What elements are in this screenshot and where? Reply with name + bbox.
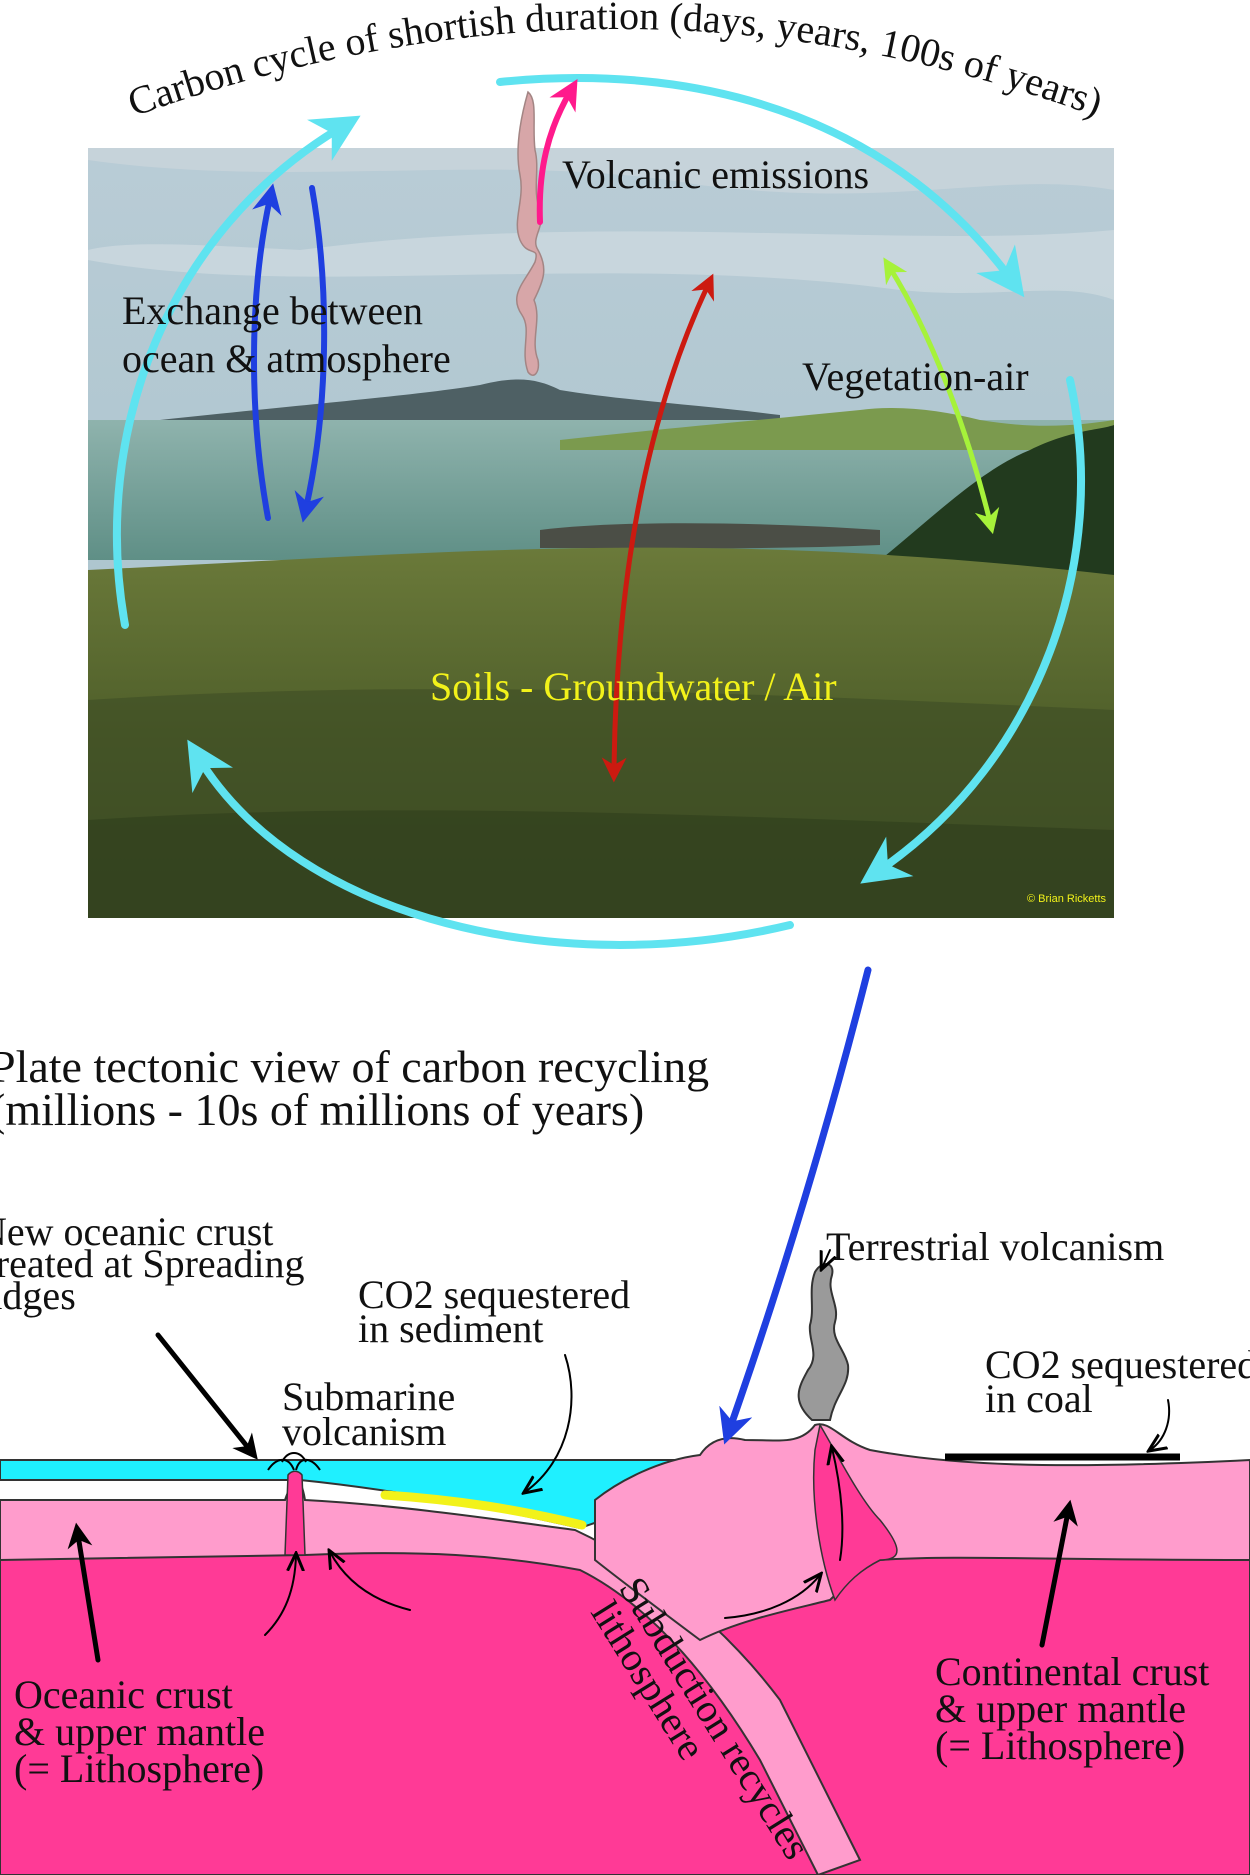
new-crust-label-line2: created at Spreading — [0, 1241, 305, 1286]
short-cycle-title: Carbon cycle of shortish duration (days,… — [122, 0, 1109, 125]
co2-coal-label-line1: CO2 sequestered — [985, 1342, 1250, 1387]
coal-pointer — [1150, 1399, 1170, 1450]
soil-groundwater-arrow — [601, 273, 715, 783]
co2-sediment-label-line2: in sediment — [358, 1306, 544, 1351]
submarine-label-line1: Submarine — [282, 1374, 455, 1419]
submarine-label-line2: volcanism — [282, 1409, 446, 1454]
ridge-flow-left — [264, 1555, 296, 1636]
new-crust-label-line3: ridges — [0, 1273, 76, 1318]
volcanic-emissions-label: Volcanic emissions — [562, 152, 869, 197]
magma-rise-arrow — [832, 1448, 842, 1561]
cycle-arrow-right — [860, 376, 1085, 884]
continental-crust-label-line3: (= Lithosphere) — [935, 1723, 1185, 1768]
new-crust-label-line1: New oceanic crust — [0, 1209, 273, 1254]
oceanic-crust-label-line2: & upper mantle — [14, 1709, 265, 1754]
cycle-arrow-top-right — [496, 74, 1025, 298]
exchange-label-line1: Exchange between — [122, 288, 423, 333]
oceanic-crust-label-line1: Oceanic crust — [14, 1672, 233, 1717]
ridge-magma — [284, 1470, 306, 1556]
new-crust-pointer — [155, 1332, 258, 1460]
atmosphere-to-ocean-arrow — [294, 185, 328, 523]
ridge-flow-right — [330, 1552, 411, 1611]
cycle-arrow-bottom — [187, 739, 794, 949]
oceanic-crust-pointer — [67, 1522, 101, 1663]
photo-credit: © Brian Ricketts — [1027, 893, 1107, 905]
sediment-layer — [380, 1490, 587, 1530]
cycle-arrow-left — [112, 115, 361, 629]
submarine-vent — [267, 1452, 321, 1471]
soils-groundwater-label: Soils - Groundwater / Air — [430, 664, 837, 709]
sediment-pointer — [525, 1354, 573, 1492]
volcanic-emission-arrow — [536, 79, 578, 225]
vegetation-air-arrow — [883, 257, 1000, 535]
tectonic-title-line2: (millions - 10s of millions of years) — [0, 1084, 644, 1135]
co2-sediment-label-line1: CO2 sequestered — [358, 1272, 630, 1317]
terrestrial-volcanism-label: Terrestrial volcanism — [826, 1224, 1164, 1269]
terrestrial-plume — [797, 1263, 850, 1421]
mantle-flow-arrow — [724, 1575, 820, 1619]
ocean-to-atmosphere-arrow — [251, 183, 282, 521]
mantle-layer — [0, 1544, 1250, 1875]
tectonic-title-line1: Plate tectonic view of carbon recycling — [0, 1041, 709, 1092]
vegetation-air-label: Vegetation-air — [802, 354, 1029, 399]
co2-coal-label-line2: in coal — [985, 1376, 1093, 1421]
thin-pointers — [264, 1249, 1170, 1636]
continental-crust-label-line1: Continental crust — [935, 1649, 1209, 1694]
volcano-label-pointer — [822, 1249, 830, 1268]
subduction-carbon-arrow — [719, 966, 872, 1445]
pointer-arrows — [67, 1332, 1078, 1663]
continental-crust-label-line2: & upper mantle — [935, 1686, 1186, 1731]
continental-crust-pointer — [1039, 1499, 1078, 1648]
exchange-label-line2: ocean & atmosphere — [122, 336, 451, 381]
ocean-exchange-arrows — [251, 183, 328, 523]
oceanic-crust-label-line3: (= Lithosphere) — [14, 1746, 264, 1791]
carbon-cycle-loop — [112, 74, 1085, 949]
terrestrial-magma — [812, 1422, 898, 1602]
